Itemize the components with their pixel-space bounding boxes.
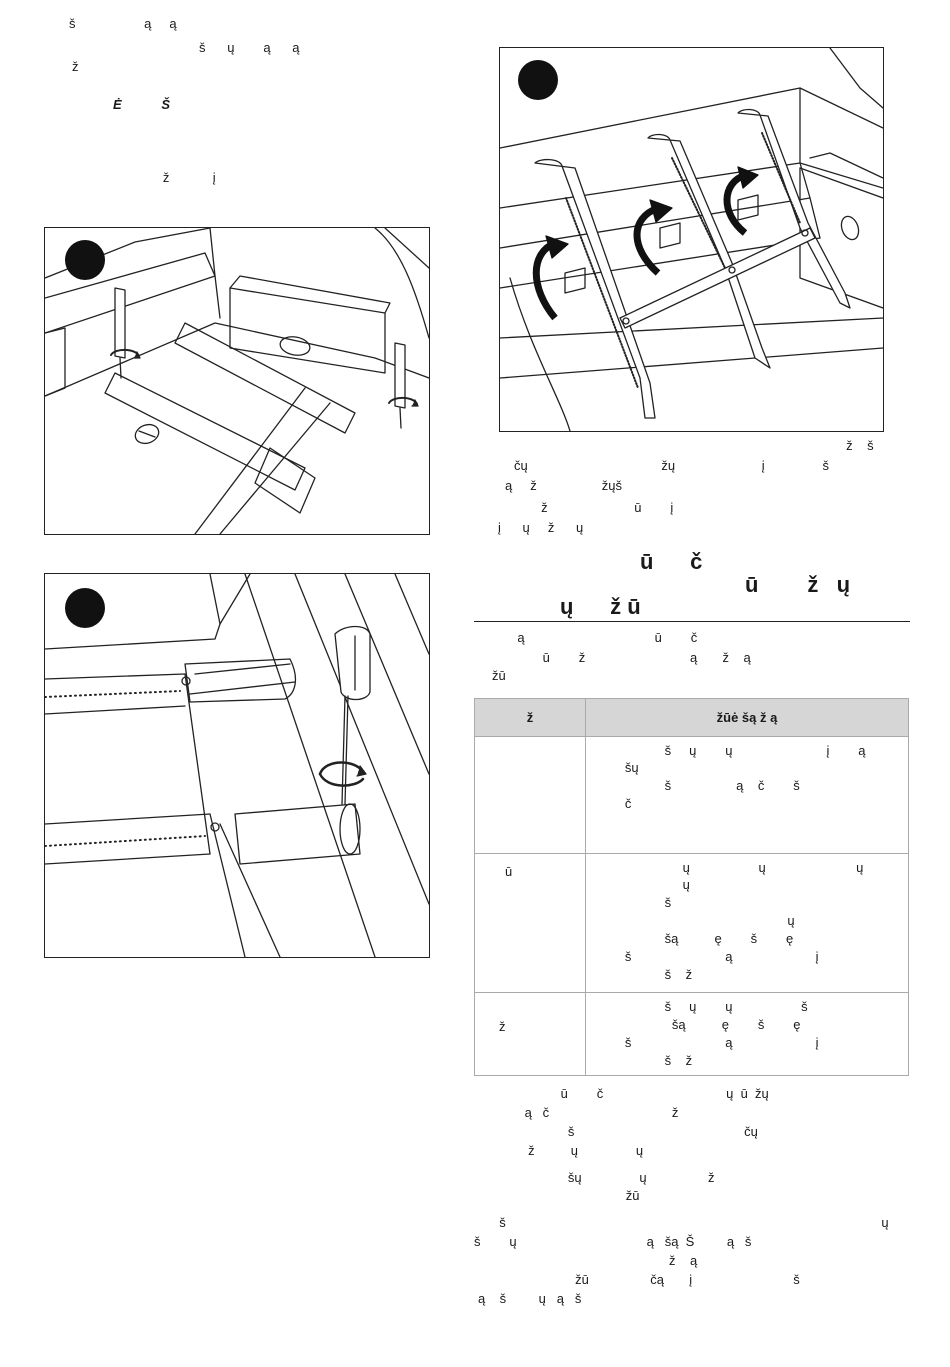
cell-line: ū: [505, 864, 513, 879]
intro-text-line-3: žū: [492, 668, 506, 683]
left-text-line-3: ž: [72, 59, 79, 74]
heading-divider: [474, 621, 910, 622]
after-table-3-line-5: ą š ų ą š: [478, 1291, 582, 1306]
after-table-2-line-1: šų ų ž: [474, 1170, 715, 1185]
cell-line: š ą į: [596, 1035, 819, 1050]
section-heading-line-3: ų ž ū: [560, 594, 641, 619]
right-paragraph-1-line-1: ž š: [503, 438, 874, 453]
cell-line: ų: [596, 877, 690, 892]
table-row: ž š ų ų š šą ę š ę š ą: [474, 992, 909, 1076]
table-row: š ų ų į ą šų š ą č š č: [474, 736, 909, 854]
table-cell-problem: [474, 736, 586, 854]
after-table-1-line-1: ū č ų ū žų: [474, 1086, 769, 1101]
cell-line: š ą į: [596, 949, 819, 964]
left-text-line-5: ž į: [69, 170, 216, 185]
step-badge-2: [65, 588, 105, 628]
section-heading-line-1: ū č: [640, 549, 703, 574]
cell-line: š: [596, 895, 672, 910]
step-badge-1: [65, 240, 105, 280]
figure-lift-burner-tubes: [499, 47, 884, 432]
figure-remove-burner-screw: [44, 573, 430, 958]
table-cell-problem: ž: [474, 992, 586, 1076]
cell-line: š ų ų š: [596, 999, 808, 1014]
cell-line: ų: [596, 913, 795, 928]
intro-text-line-2: ū ž ą ž ą: [474, 650, 751, 665]
table-header-problem: ž: [474, 698, 586, 737]
table-cell-solution: š ų ų į ą šų š ą č š č: [585, 736, 909, 854]
after-table-3-line-3: ž ą: [474, 1253, 698, 1268]
cell-line: š ž: [596, 967, 693, 982]
right-paragraph-1-line-4: ž ū į: [505, 500, 674, 515]
table-cell-solution: š ų ų š šą ę š ę š ą į š ž: [585, 992, 909, 1076]
cell-line: š ą č š: [596, 778, 800, 793]
after-table-1-line-2: ą č ž: [474, 1105, 679, 1120]
troubleshooting-table: ž žūė šą ž ą š ų ų į ą šų: [474, 698, 909, 1076]
table-row: ū ų ų ų ų š: [474, 853, 909, 993]
table-header-row: ž žūė šą ž ą: [474, 698, 909, 737]
after-table-3-line-1: š ų: [474, 1215, 889, 1230]
table-header-solution: žūė šą ž ą: [585, 698, 909, 737]
cell-line: šą ę š ę: [596, 931, 794, 946]
right-paragraph-1-line-2: čų žų į š: [514, 458, 829, 473]
step-badge-3: [518, 60, 558, 100]
figure-loosen-burner-screws: [44, 227, 430, 535]
after-table-1-line-4: ž ų ų: [474, 1143, 644, 1158]
cell-line: š ų ų į ą: [596, 743, 866, 758]
cell-line: šų: [596, 760, 639, 775]
warning-label: Ė Š: [113, 97, 171, 112]
after-table-1-line-3: š čų: [474, 1124, 758, 1139]
section-heading-line-2: ū ž ų: [745, 572, 851, 597]
left-text-line-1: š ą ą: [69, 16, 177, 31]
table-cell-solution: ų ų ų ų š ų: [585, 853, 909, 993]
after-table-3-line-2: š ų ą šą Š ą š: [474, 1234, 752, 1249]
cell-line: šą ę š ę: [596, 1017, 801, 1032]
intro-text-line-1: ą ū č: [474, 630, 698, 645]
cell-line: ž: [499, 1019, 506, 1034]
left-text-line-2: š ų ą ą: [69, 40, 300, 55]
cell-line: š ž: [596, 1053, 693, 1068]
right-paragraph-1-line-3: ą ž žųš: [505, 478, 623, 493]
cell-line: ų ų ų: [596, 860, 864, 875]
cell-line: č: [596, 796, 632, 811]
after-table-3-line-4: žū čą į š: [474, 1272, 800, 1287]
table-cell-problem: ū: [474, 853, 586, 993]
after-table-2-line-2: žū: [474, 1188, 640, 1203]
right-paragraph-1-line-5: į ų ž ų: [498, 520, 584, 535]
